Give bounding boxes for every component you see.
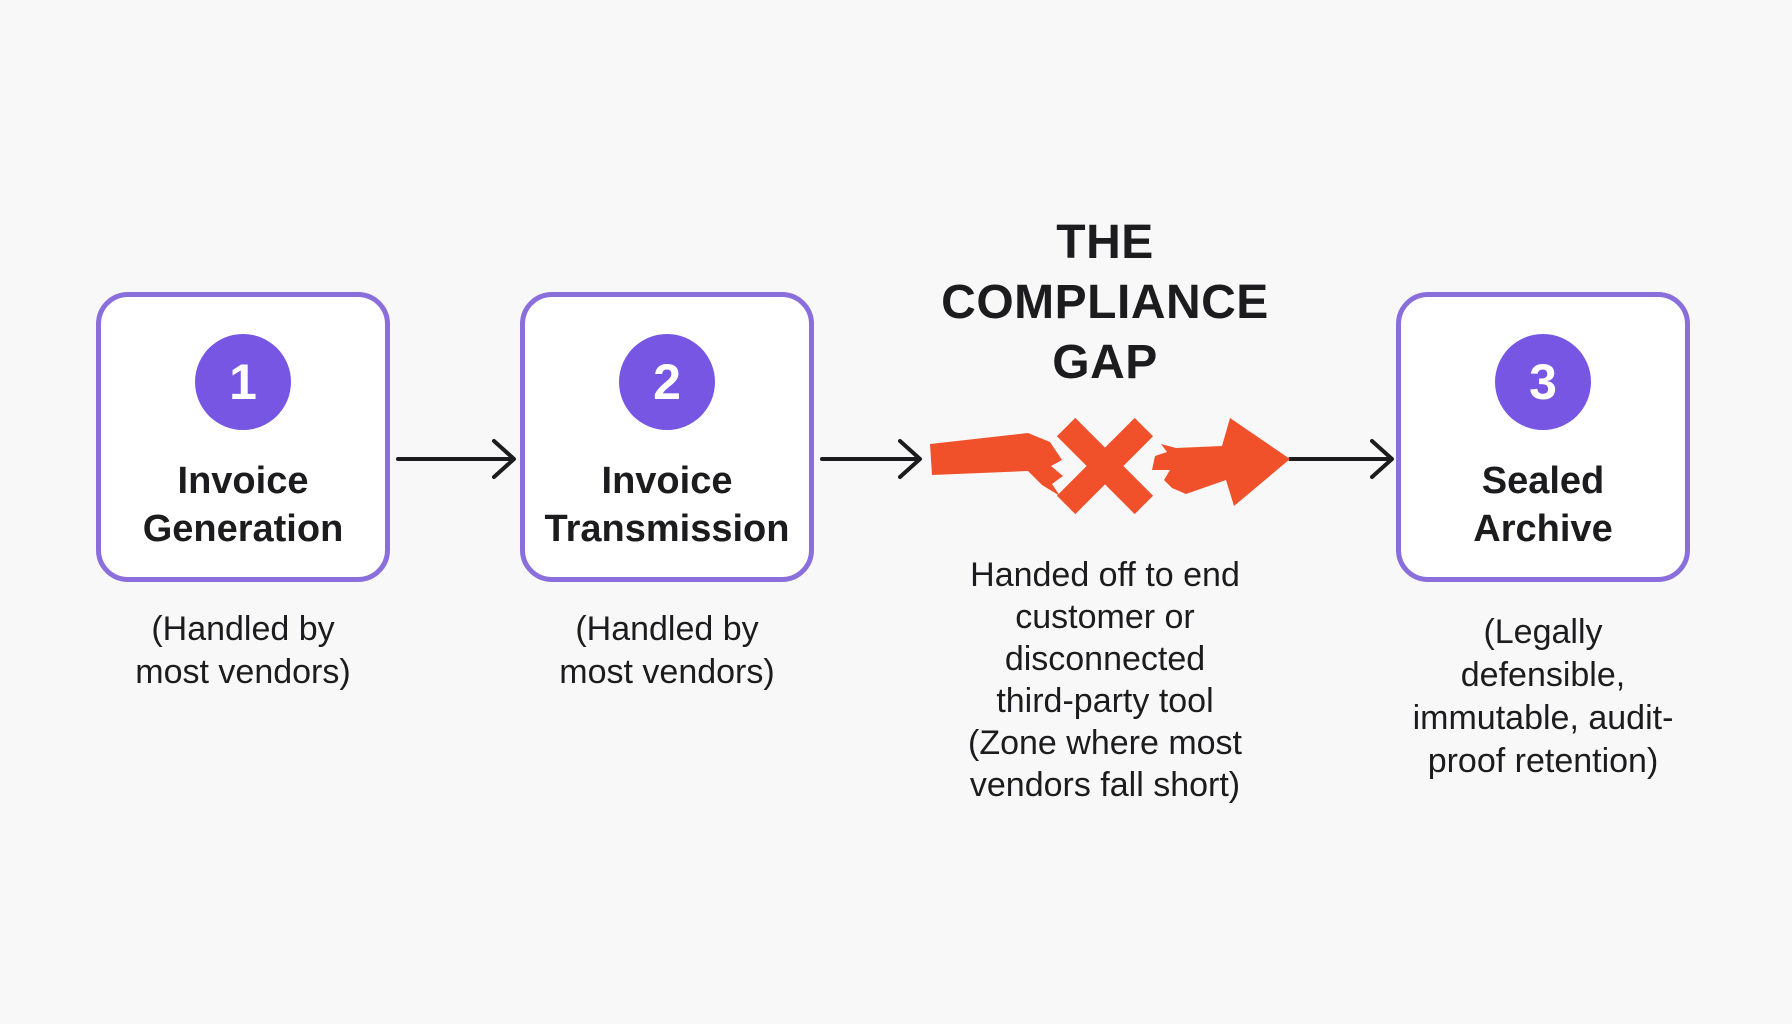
broken-arrow-icon bbox=[930, 417, 1290, 515]
step-caption-sealed-archive: (Legally defensible, immutable, audit- p… bbox=[1412, 613, 1674, 780]
step-card-sealed-archive: 3 Sealed Archive bbox=[1396, 292, 1690, 582]
step-title: Invoice Transmission bbox=[544, 460, 790, 550]
compliance-gap-caption: Handed off to end customer or disconnect… bbox=[968, 556, 1242, 804]
connector-arrow-2-gap bbox=[820, 439, 922, 479]
step-card-invoice-transmission: 2 Invoice Transmission bbox=[520, 292, 814, 582]
step-caption-invoice-generation: (Handled by most vendors) bbox=[135, 610, 351, 691]
broken-arrow-right-shard bbox=[1152, 418, 1290, 506]
step-number-badge: 2 bbox=[619, 334, 715, 430]
connector-arrow-1-2 bbox=[396, 439, 516, 479]
step-title: Invoice Generation bbox=[142, 460, 344, 550]
step-number-badge: 3 bbox=[1495, 334, 1591, 430]
broken-arrow-left-shard bbox=[930, 433, 1063, 496]
step-number-badge: 1 bbox=[195, 334, 291, 430]
x-cross-icon bbox=[1056, 417, 1154, 515]
step-title: Sealed Archive bbox=[1473, 460, 1613, 550]
step-caption-invoice-transmission: (Handled by most vendors) bbox=[559, 610, 775, 691]
compliance-gap-heading: THE COMPLIANCE GAP bbox=[941, 216, 1269, 389]
connector-arrow-gap-3 bbox=[1288, 439, 1394, 479]
step-card-invoice-generation: 1 Invoice Generation bbox=[96, 292, 390, 582]
